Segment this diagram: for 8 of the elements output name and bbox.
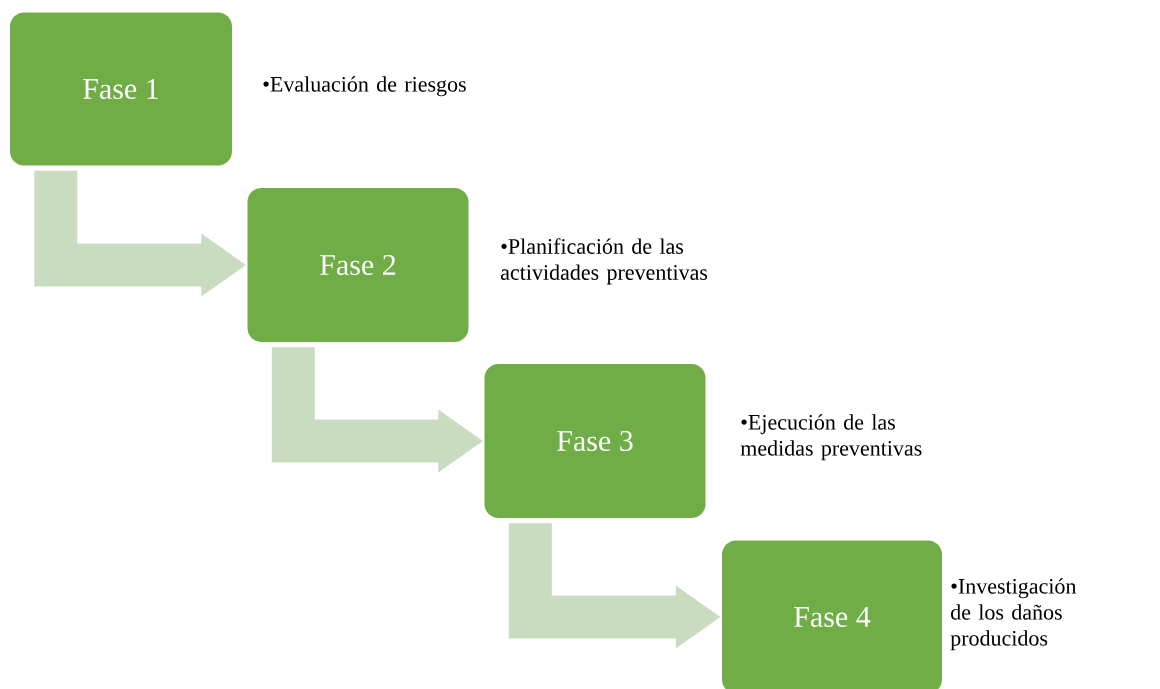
phase-box: Fase 2 — [247, 188, 469, 342]
phase-box: Fase 3 — [484, 364, 706, 518]
bullet-text: •Evaluación de riesgos — [263, 76, 466, 97]
bullet-text: •Investigación de los daños producidos — [950, 578, 1077, 651]
bullet-text: •Planificación de las actividades preventivas — [500, 238, 708, 285]
phase-box: Fase 1 — [10, 12, 232, 166]
phase-box: Fase 4 — [722, 540, 942, 689]
bullet-text: •Ejecución de las medidas preventivas — [740, 414, 922, 461]
